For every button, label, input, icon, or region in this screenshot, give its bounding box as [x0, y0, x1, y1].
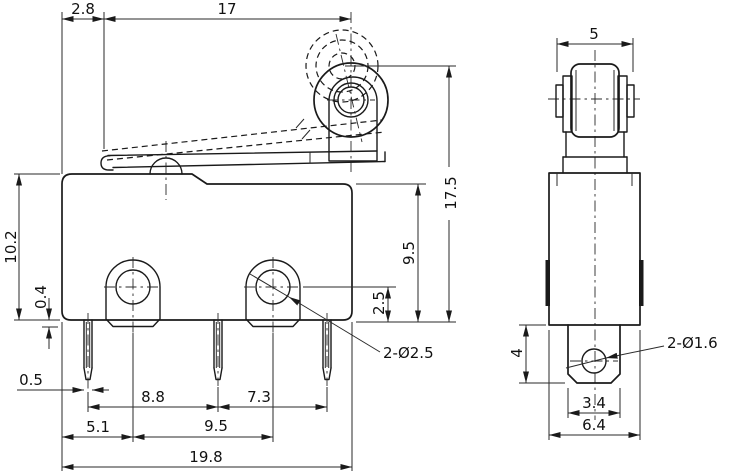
dim-tab-width: 3.4 [582, 394, 606, 412]
dim-tab-height: 4 [508, 348, 526, 358]
dim-body-height: 10.2 [2, 230, 20, 263]
side-dimensions: 5 4 3.4 6.4 2-Ø1.6 [508, 25, 718, 440]
lever-released-bottom [106, 131, 386, 161]
side-view: 5 4 3.4 6.4 2-Ø1.6 [508, 25, 718, 440]
terminal-center [213, 313, 223, 386]
dim-terminal-thickness: 0.5 [19, 371, 43, 389]
dim-roller-bracket-width: 5 [589, 25, 599, 43]
roller-released-position [101, 29, 386, 161]
dim-case-height-right: 9.5 [400, 241, 418, 265]
roller-assembly [313, 12, 389, 172]
terminal-common [83, 313, 93, 391]
dim-lever-length: 17 [217, 0, 236, 18]
front-dimensions: 2.8 17 17.5 9.5 2.5 10.2 0.4 0.5 8.8 7.3… [2, 0, 460, 471]
dim-free-position-height: 17.5 [442, 176, 460, 209]
boss-edge-right [639, 260, 644, 306]
terminal-tab-side [567, 324, 621, 384]
roller-side [548, 50, 640, 420]
body-side-outline [548, 172, 641, 326]
lever-hinge-cap [100, 155, 114, 171]
fork-nub-right [626, 84, 635, 118]
dim-overall-width: 19.8 [189, 448, 222, 466]
terminal-right [322, 313, 332, 386]
boss-edge-left [545, 260, 550, 306]
dim-boss-step: 0.4 [32, 285, 50, 309]
dim-overall-depth: 6.4 [582, 416, 606, 434]
switch-body-front [61, 173, 353, 333]
body-outline [61, 173, 353, 321]
label-mounting-holes: 2-Ø2.5 [383, 344, 434, 362]
fork-nub-left [555, 84, 564, 118]
terminals [83, 313, 332, 391]
roller-side-outline [570, 63, 620, 138]
dim-lever-pivot-offset: 2.8 [71, 0, 95, 18]
lever-arm [100, 141, 386, 200]
lever-bottom-edge [112, 160, 386, 169]
tab-hole [581, 348, 607, 374]
dim-hole-center-from-bottom: 2.5 [370, 291, 388, 315]
dim-terminal-pitch-right: 7.3 [247, 388, 271, 406]
label-tab-holes: 2-Ø1.6 [667, 334, 718, 352]
switch-body-side [545, 172, 644, 384]
dim-terminal-pitch-left: 8.8 [141, 388, 165, 406]
lever-released-top [101, 119, 383, 152]
front-view: 2.8 17 17.5 9.5 2.5 10.2 0.4 0.5 8.8 7.3… [2, 0, 460, 471]
roller-bracket [328, 76, 378, 162]
dim-hole-edge-offset: 5.1 [86, 418, 110, 436]
dim-hole-pitch: 9.5 [204, 417, 228, 435]
lever-top-edge [107, 150, 378, 157]
mounting-boss-left [105, 259, 161, 328]
